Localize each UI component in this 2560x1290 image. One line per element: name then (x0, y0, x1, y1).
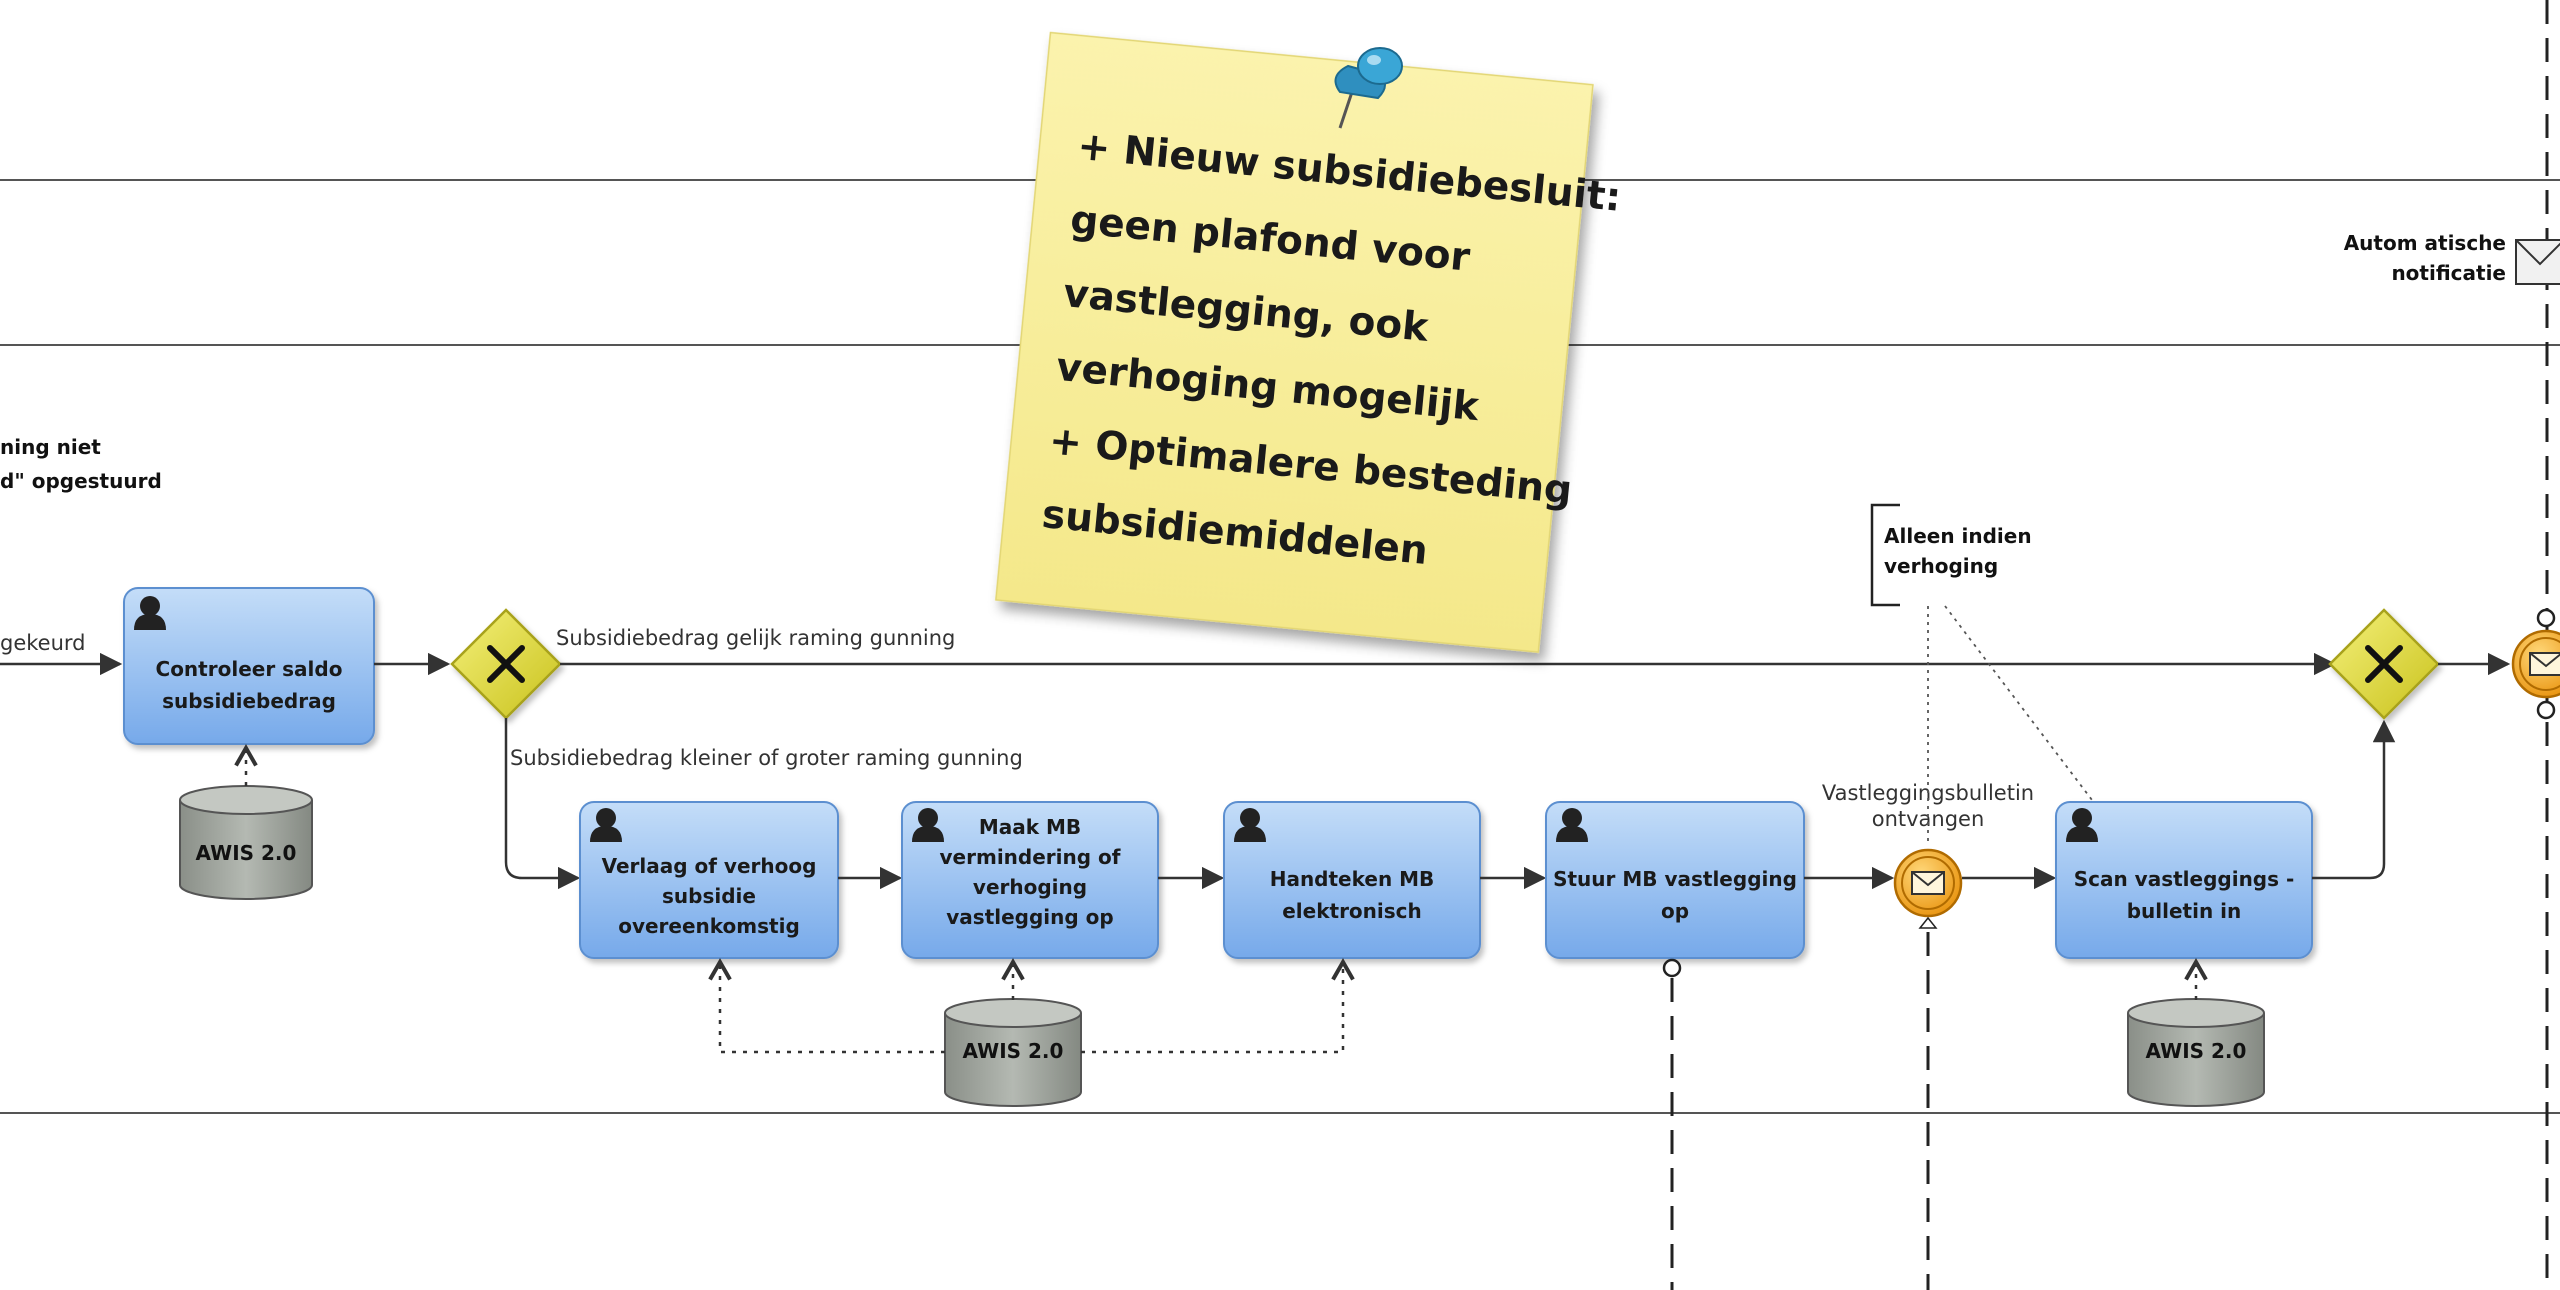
message-flow-start (1662, 958, 1682, 978)
envelope-icon (1911, 871, 1945, 895)
data-association (1081, 957, 1355, 1054)
event-marker (1918, 916, 1938, 929)
partial-label-line1: ning niet (0, 435, 101, 459)
user-icon (1556, 808, 1588, 842)
message-flow-start (2536, 608, 2556, 628)
exclusive-gateway[interactable] (2328, 608, 2440, 720)
x-icon (487, 645, 525, 683)
data-store-label: AWIS 2.0 (2146, 1039, 2247, 1063)
pushpin-icon (1334, 47, 1403, 129)
user-icon (1234, 808, 1266, 842)
data-store-awis: AWIS 2.0 (2127, 998, 2265, 1107)
message-flow-end (2536, 700, 2556, 720)
x-icon (2365, 645, 2403, 683)
flow-label-equal: Subsidiebedrag gelijk raming gunning (556, 626, 955, 650)
message-end-event[interactable] (2511, 629, 2560, 699)
user-icon (2066, 808, 2098, 842)
partial-label-line2: d" opgestuurd (0, 469, 162, 493)
data-store-label: AWIS 2.0 (963, 1039, 1064, 1063)
sequence-flow (2312, 719, 2396, 880)
task-scan-bulletin[interactable]: Scan vastleggings -bulletin in (2055, 801, 2313, 959)
flow-label-approved: gekeurd (0, 631, 86, 655)
user-icon (590, 808, 622, 842)
task-label: Scan vastleggings -bulletin in (2074, 867, 2295, 923)
message-event[interactable] (1893, 848, 1963, 918)
flow-label-different: Subsidiebedrag kleiner of groter raming … (510, 746, 1023, 770)
envelope-icon (2529, 652, 2560, 676)
annotation-association (1944, 605, 2093, 801)
envelope-icon (2515, 239, 2560, 285)
user-icon (134, 596, 166, 630)
data-association (708, 957, 945, 1054)
data-store-label: AWIS 2.0 (196, 841, 297, 865)
data-store-awis: AWIS 2.0 (944, 998, 1082, 1107)
user-icon (912, 808, 944, 842)
exclusive-gateway[interactable] (450, 608, 562, 720)
sticky-note: + Nieuw subsidiebesluit:geen plafond voo… (995, 31, 1623, 653)
sequence-flow-different (504, 718, 581, 890)
data-store-awis: AWIS 2.0 (179, 785, 313, 900)
